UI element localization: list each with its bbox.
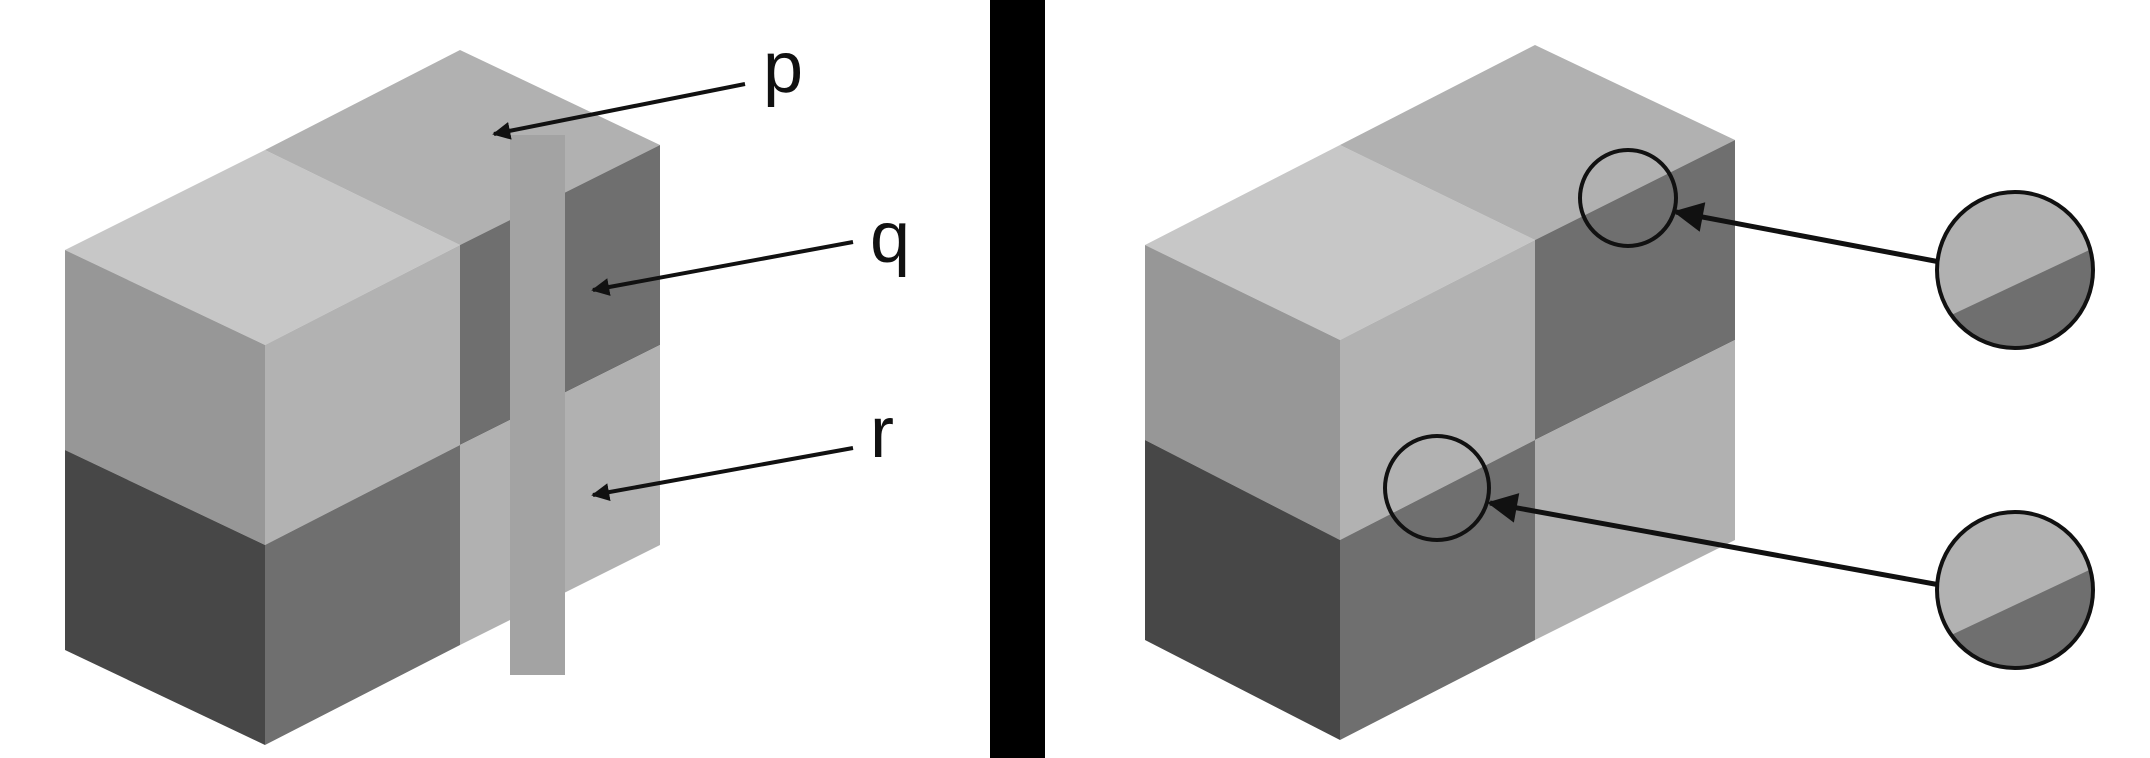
left-lower-middle-face: [265, 445, 460, 745]
label-q: q: [870, 198, 910, 278]
right-top-back-face: [1340, 45, 1735, 240]
arrow-r: [591, 446, 854, 501]
right-lower-front-face: [1145, 440, 1340, 740]
highlight-circle-upper: [1578, 148, 1678, 248]
right-panel: [1145, 45, 2095, 740]
left-top-back-face: [265, 50, 660, 245]
arrow-zoom-lower: [1487, 493, 1941, 588]
left-panel: p q r: [65, 28, 910, 745]
right-top-front-face: [1145, 145, 1535, 340]
highlight-circle-lower: [1383, 434, 1491, 542]
left-cube: [65, 50, 660, 745]
left-arrows: [492, 82, 854, 501]
label-p: p: [763, 28, 803, 108]
arrow-p: [492, 82, 746, 140]
occluding-pillar: [510, 135, 565, 675]
label-r: r: [870, 393, 894, 473]
right-lower-middle-face: [1340, 440, 1535, 740]
panel-divider: [990, 0, 1045, 758]
left-upper-front-face: [65, 250, 265, 545]
arrow-q: [591, 240, 854, 296]
right-lower-back-face: [1535, 340, 1735, 640]
right-upper-front-face: [1145, 245, 1340, 540]
right-cube: [1145, 45, 1735, 740]
arrow-zoom-upper: [1673, 202, 1941, 265]
zoom-circle-upper: [1935, 190, 2095, 350]
zoom-circle-lower: [1935, 510, 2095, 670]
left-lower-front-face: [65, 450, 265, 745]
left-top-front-face: [65, 150, 460, 345]
